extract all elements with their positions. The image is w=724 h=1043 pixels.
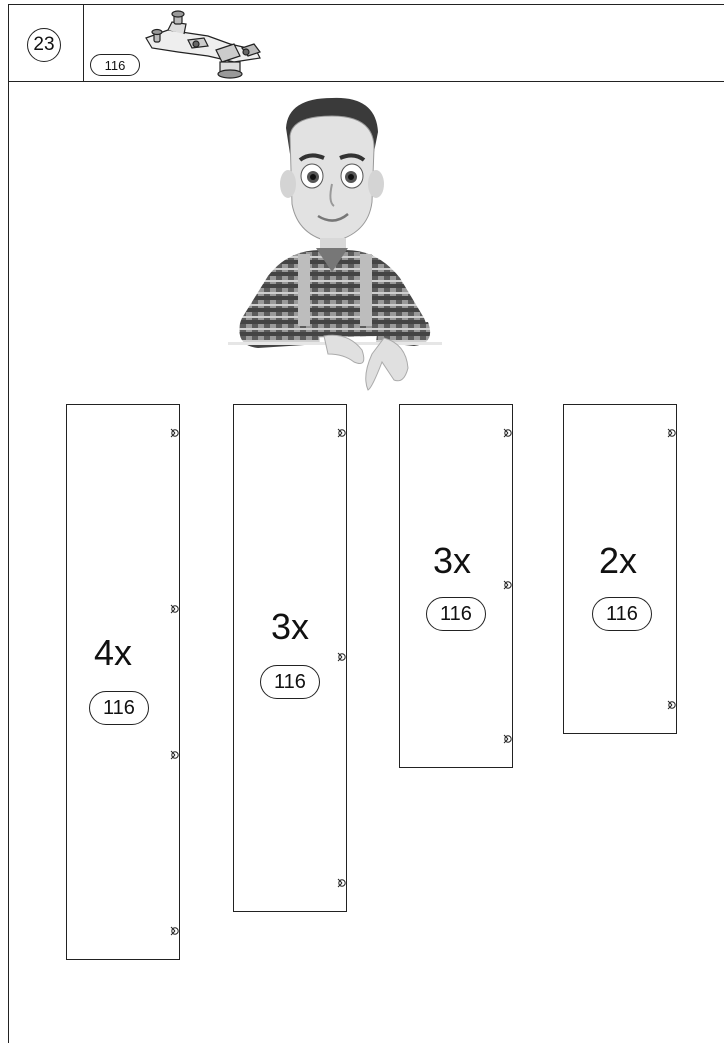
hinge-hole-icon	[337, 652, 346, 662]
hinge-hole-icon	[337, 878, 346, 888]
hinge-hole-icon	[503, 734, 512, 744]
hinge-hole-icon	[503, 580, 512, 590]
hinge-hole-icon	[337, 428, 346, 438]
assembler-mascot-illustration	[228, 97, 442, 391]
panel-part-badge: 116	[426, 597, 486, 631]
hinge-hole-icon	[503, 428, 512, 438]
panel-4: 2x 116	[563, 404, 677, 734]
hinge-hole-icon	[170, 750, 179, 760]
panel-part-badge: 116	[89, 691, 149, 725]
step-number: 23	[27, 28, 61, 62]
panel-part-badge: 116	[592, 597, 652, 631]
hinge-hole-icon	[667, 700, 676, 710]
hinge-hole-icon	[667, 428, 676, 438]
panel-quantity: 4x	[93, 632, 133, 673]
header-part-badge: 116	[90, 54, 140, 76]
panel-2: 3x 116	[233, 404, 347, 912]
hinge-hole-icon	[170, 604, 179, 614]
panel-quantity: 2x	[598, 540, 638, 581]
panel-quantity: 3x	[270, 606, 310, 647]
panel-quantity: 3x	[432, 540, 472, 581]
panel-1: 4x 116	[66, 404, 180, 960]
panel-part-badge: 116	[260, 665, 320, 699]
hinge-hole-icon	[170, 926, 179, 936]
hinge-hole-icon	[170, 428, 179, 438]
step-header: 23 116	[8, 4, 724, 82]
hinge-icon	[145, 10, 261, 79]
step-number-cell: 23	[8, 4, 84, 82]
panel-3: 3x 116	[399, 404, 513, 768]
page-frame	[8, 4, 724, 1043]
